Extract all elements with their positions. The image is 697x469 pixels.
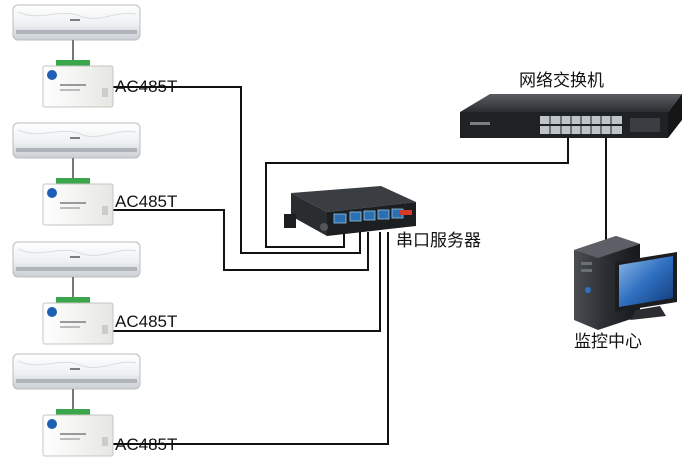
- link-controller-4: [112, 232, 389, 445]
- ac-unit-1: AC485T: [12, 4, 177, 108]
- ac-unit-2: AC485T: [12, 122, 177, 226]
- ac-unit-4: AC485T: [12, 353, 177, 457]
- switch-label: 网络交换机: [519, 71, 604, 91]
- monitoring-center: [574, 236, 677, 330]
- indoor-ac-unit: [12, 4, 141, 41]
- connection-lines: [112, 86, 607, 445]
- ac485t-controller: [42, 409, 114, 457]
- link-controller-3: [112, 232, 381, 332]
- indoor-ac-unit: [12, 353, 141, 390]
- ac485t-controller: [42, 60, 114, 108]
- link-controller-1: [112, 86, 361, 254]
- ac485t-controller: [42, 178, 114, 226]
- link-controller-2: [112, 209, 369, 271]
- ac485t-controller: [42, 297, 114, 345]
- link-server-switch: [265, 138, 569, 248]
- ac-unit-3: AC485T: [12, 241, 177, 345]
- controller-label: AC485T: [115, 312, 177, 331]
- serial-server-label: 串口服务器: [396, 231, 481, 251]
- network-switch: [460, 94, 682, 138]
- serial-server: [284, 186, 416, 236]
- controller-label: AC485T: [115, 435, 177, 454]
- indoor-ac-unit: [12, 241, 141, 278]
- monitor-label: 监控中心: [574, 332, 642, 352]
- monitor: [615, 252, 677, 320]
- controller-label: AC485T: [115, 77, 177, 96]
- indoor-ac-unit: [12, 122, 141, 159]
- controller-label: AC485T: [115, 192, 177, 211]
- ethernet-ports: [333, 208, 404, 224]
